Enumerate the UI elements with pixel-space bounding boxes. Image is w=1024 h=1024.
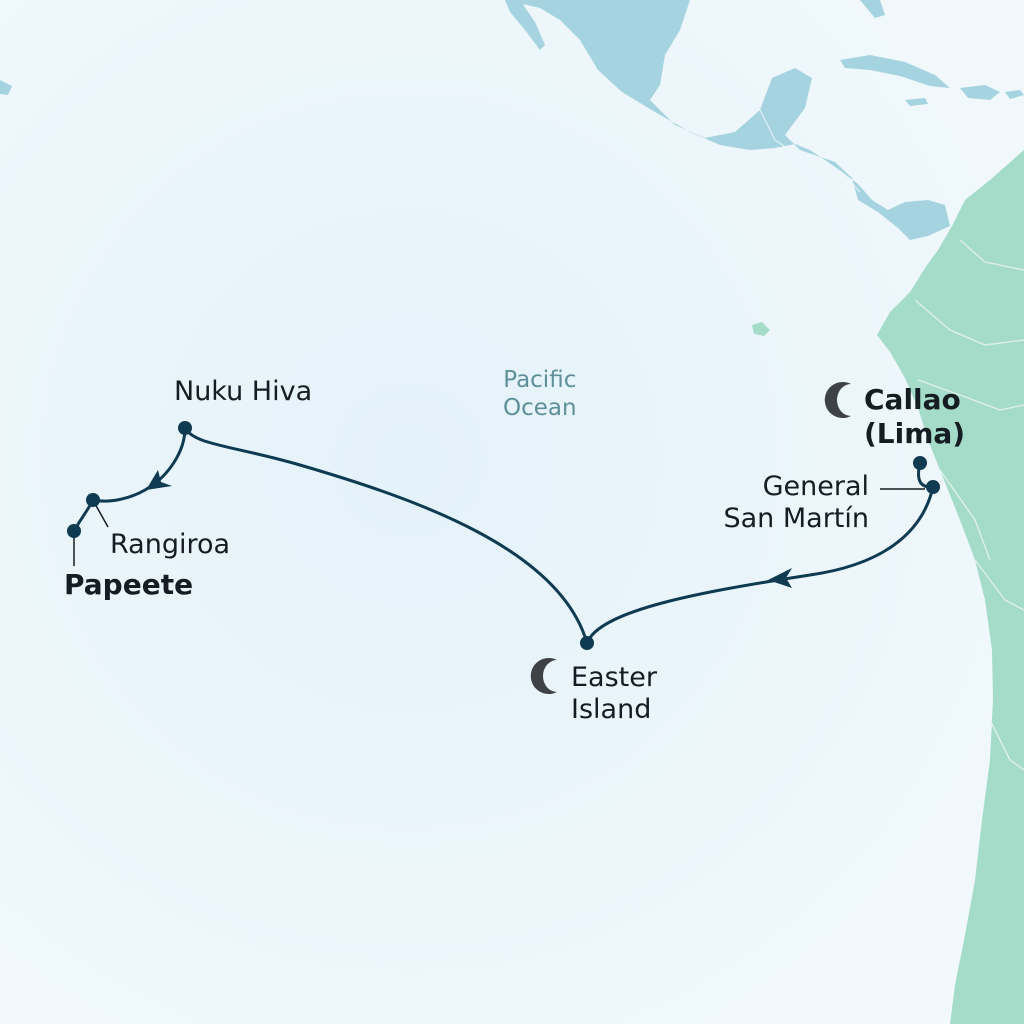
port-dot-papeete — [67, 524, 81, 538]
hawaii-islet — [0, 80, 12, 95]
port-label-line: Rangiroa — [110, 529, 231, 560]
leader-lines — [73, 488, 925, 566]
ocean-label-line-2: Ocean — [503, 394, 577, 421]
port-label-easter-island: Easter Island — [571, 662, 657, 727]
country-borders — [914, 239, 1024, 771]
leader-line-rangiroa — [93, 501, 109, 528]
direction-arrow-icon — [146, 470, 172, 490]
direction-arrow-icon — [768, 568, 792, 588]
port-label-line: (Lima) — [864, 416, 966, 450]
hispaniola-island — [960, 85, 1000, 100]
port-dot-general-san-martin — [926, 480, 940, 494]
route-easter-island-to-nuku-hiva — [183, 426, 589, 645]
port-label-nuku-hiva: Nuku Hiva — [174, 376, 312, 408]
baja-california — [505, 0, 545, 50]
port-label-line: Easter — [571, 662, 657, 693]
north-central-america-landmass — [505, 0, 950, 240]
port-label-line: San Martín — [723, 503, 869, 535]
port-label-papeete: Papeete — [64, 568, 193, 602]
port-label-line: Island — [571, 694, 652, 726]
port-label-line: General — [762, 471, 869, 502]
bahamas-islands — [860, 0, 885, 18]
port-markers — [67, 421, 940, 650]
puerto-rico-island — [1005, 90, 1024, 99]
ocean-label-line-1: Pacific — [503, 367, 577, 393]
port-label-line: Callao — [864, 383, 961, 416]
port-label-callao: Callao (Lima) — [864, 383, 965, 450]
port-label-line: Papeete — [64, 568, 194, 601]
galapagos-islands — [752, 322, 770, 336]
route-general-san-martin-to-easter-island — [585, 485, 935, 645]
central-america-borders — [689, 99, 861, 193]
port-label-general-san-martin: General San Martín — [723, 471, 869, 536]
port-dot-nuku-hiva — [178, 421, 192, 435]
port-label-rangiroa: Rangiroa — [110, 529, 230, 561]
south-america-landmass — [877, 150, 1024, 1024]
cuba-island — [840, 55, 950, 88]
jamaica-island — [905, 98, 928, 106]
moon-icon — [530, 658, 557, 695]
port-label-line: Nuku Hiva — [174, 376, 313, 407]
port-dot-callao — [913, 456, 927, 470]
ocean-label: Pacific Ocean — [503, 367, 577, 422]
port-dot-rangiroa — [86, 493, 100, 507]
moon-icon — [824, 382, 851, 418]
port-dot-easter-island — [580, 636, 594, 650]
